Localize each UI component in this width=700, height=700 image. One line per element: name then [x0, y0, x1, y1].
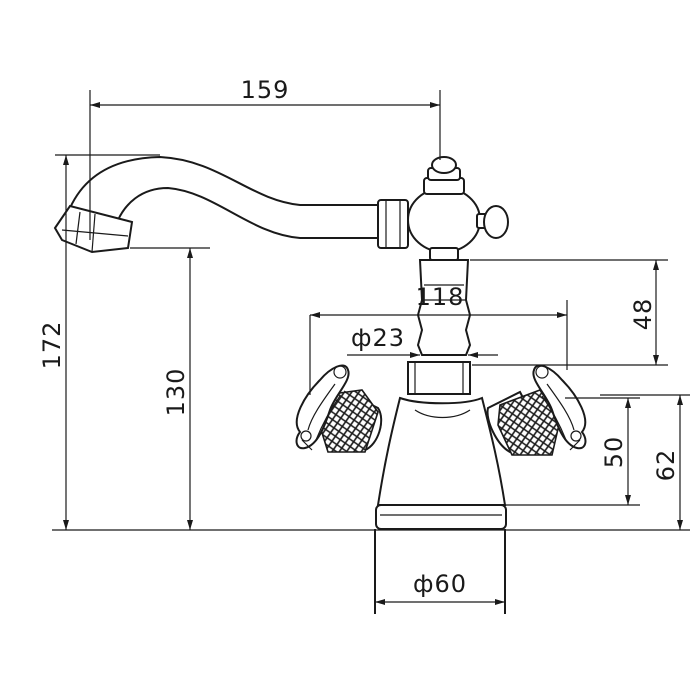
spout-collar: [377, 199, 409, 249]
dim-top-section-label: 48: [629, 298, 657, 331]
dim-spout-reach-label: 159: [241, 76, 290, 104]
head-ball: [407, 187, 481, 253]
dim-handle-height-label: 50: [600, 436, 628, 469]
dim-handle-span-label: 118: [416, 283, 465, 311]
main-body: [376, 396, 507, 506]
dim-stem-diameter-label: ф23: [351, 324, 405, 352]
dim-base-diameter-label: ф60: [413, 570, 467, 598]
stem-nut: [407, 361, 471, 395]
faucet-outline: [53, 155, 509, 614]
dim-body-height-label: 62: [652, 449, 680, 482]
dim-total-height-label: 172: [38, 321, 66, 370]
dimension-lines: [52, 90, 690, 605]
left-handle: [295, 364, 383, 453]
right-handle: [486, 364, 587, 456]
dim-spout-height-label: 130: [162, 368, 190, 417]
base-ring: [375, 504, 507, 530]
